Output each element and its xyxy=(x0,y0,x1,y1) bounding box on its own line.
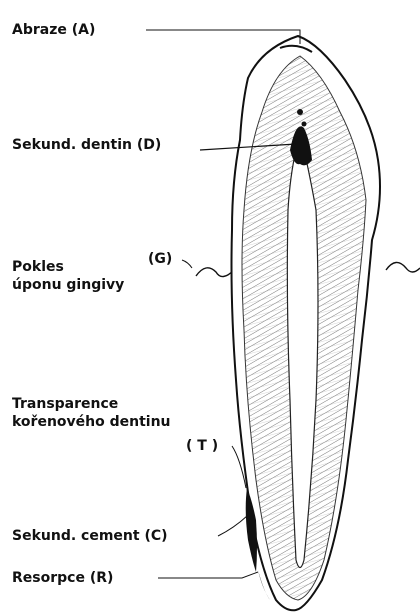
label-pokles-tag: (G) xyxy=(148,251,172,267)
leader-resorpce xyxy=(158,572,258,578)
leader-pokles xyxy=(182,260,192,268)
label-abraze: Abraze (A) xyxy=(12,22,95,38)
gingiva-left xyxy=(196,268,234,277)
label-transparence-tag: ( T ) xyxy=(186,438,218,454)
label-sekund-cement: Sekund. cement (C) xyxy=(12,528,168,544)
label-transparence-line2: kořenového dentinu xyxy=(12,414,171,430)
leader-abraze xyxy=(146,30,300,44)
gingiva-right xyxy=(386,262,420,272)
leader-cement xyxy=(218,516,247,536)
label-pokles-line2: úponu gingivy xyxy=(12,277,124,293)
label-transparence-line1: Transparence xyxy=(12,396,118,412)
label-resorpce: Resorpce (R) xyxy=(12,570,113,586)
label-sekund-dentin: Sekund. dentin (D) xyxy=(12,137,161,153)
label-pokles-line1: Pokles xyxy=(12,259,64,275)
